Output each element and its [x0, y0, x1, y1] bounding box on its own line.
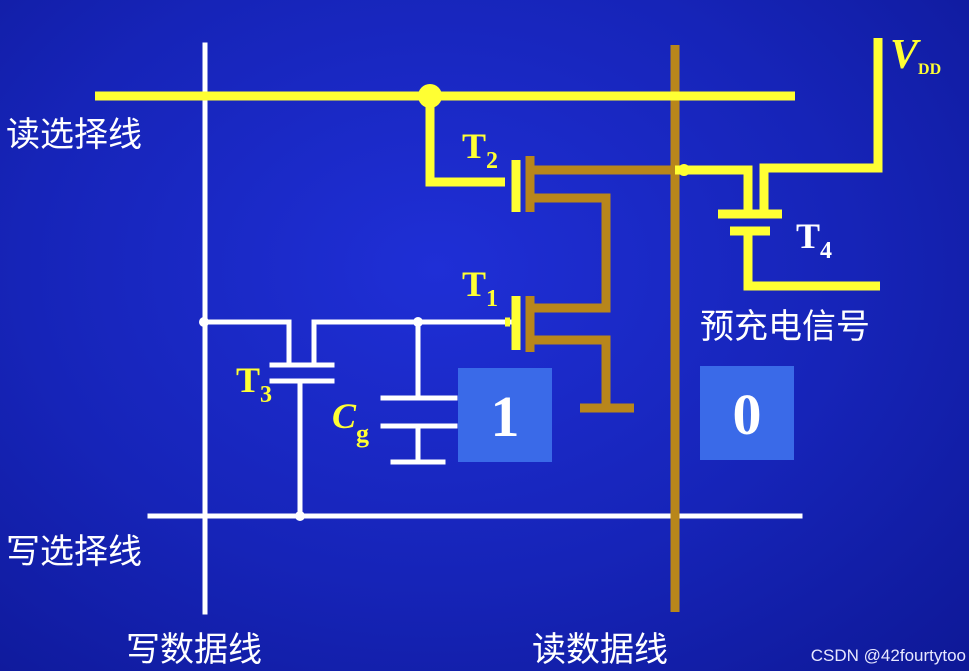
t4-label: T4 — [796, 216, 832, 264]
read-bit-box — [700, 366, 794, 460]
junction-dot — [199, 317, 209, 327]
vdd-wire — [759, 38, 883, 210]
read-select-line-label: 读选择线 — [6, 115, 142, 155]
read-data-line-label: 读数据线 — [532, 630, 668, 670]
t1-label: T1 — [462, 264, 498, 312]
vdd-label: VDD — [890, 32, 941, 78]
junction-dot — [295, 511, 305, 521]
t2-t1-link — [530, 193, 611, 313]
write-select-line-label: 写选择线 — [6, 532, 142, 572]
stored-bit-box — [458, 368, 552, 462]
junction-dot — [678, 164, 690, 176]
precharge-wire — [743, 233, 880, 291]
cg-label: Cg — [332, 396, 369, 448]
junction-dot — [413, 317, 423, 327]
t3-drain-wire — [311, 319, 513, 365]
write-network-wires — [147, 42, 803, 615]
precharge-signal-label: 预充电信号 — [700, 307, 870, 347]
select-network-wires — [95, 38, 883, 350]
t2-label: T2 — [462, 126, 498, 174]
junction-dot — [418, 84, 442, 108]
t1-ground-wire — [530, 335, 611, 406]
watermark: CSDN @42fourtytoo — [811, 646, 966, 665]
read-network-wires — [525, 45, 680, 612]
t2-gate-wire — [425, 96, 505, 187]
read-bit-value: 0 — [733, 382, 762, 447]
stored-bit-value: 1 — [491, 384, 520, 449]
write-data-line-label: 写数据线 — [126, 630, 262, 670]
t3-label: T3 — [236, 360, 272, 408]
t4-drain-wire — [675, 165, 753, 210]
